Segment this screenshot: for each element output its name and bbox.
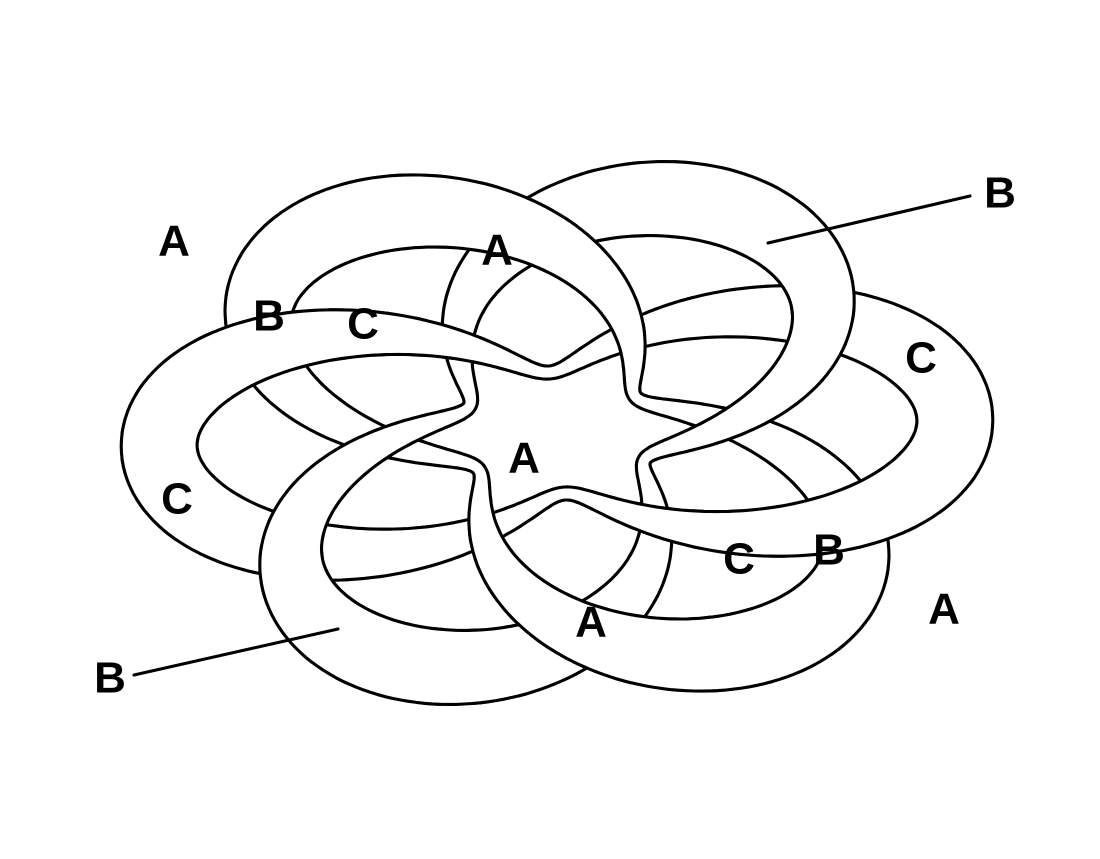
- band-label-a-3: A: [481, 226, 513, 275]
- band-edge: [486, 560, 551, 625]
- band-label-a-0: A: [158, 217, 190, 266]
- band-label-c-11: C: [161, 475, 193, 524]
- leader-line-b-0: [766, 194, 972, 245]
- band-edge: [764, 345, 829, 408]
- band-edge: [328, 308, 390, 362]
- band-label-b-1: B: [253, 292, 285, 341]
- band-label-b-4: B: [984, 169, 1016, 218]
- band-label-a-6: A: [508, 434, 540, 483]
- band-edge: [563, 241, 628, 306]
- band-label-a-10: A: [575, 598, 607, 647]
- band-label-c-2: C: [347, 300, 379, 349]
- band-label-c-5: C: [905, 334, 937, 383]
- band-label-b-8: B: [813, 526, 845, 575]
- band-edge: [285, 458, 350, 521]
- band-label-b-12: B: [94, 654, 126, 703]
- band-edge: [724, 504, 786, 558]
- band-label-a-9: A: [928, 585, 960, 634]
- band-label-c-7: C: [723, 535, 755, 584]
- leader-line-b-1: [132, 627, 340, 677]
